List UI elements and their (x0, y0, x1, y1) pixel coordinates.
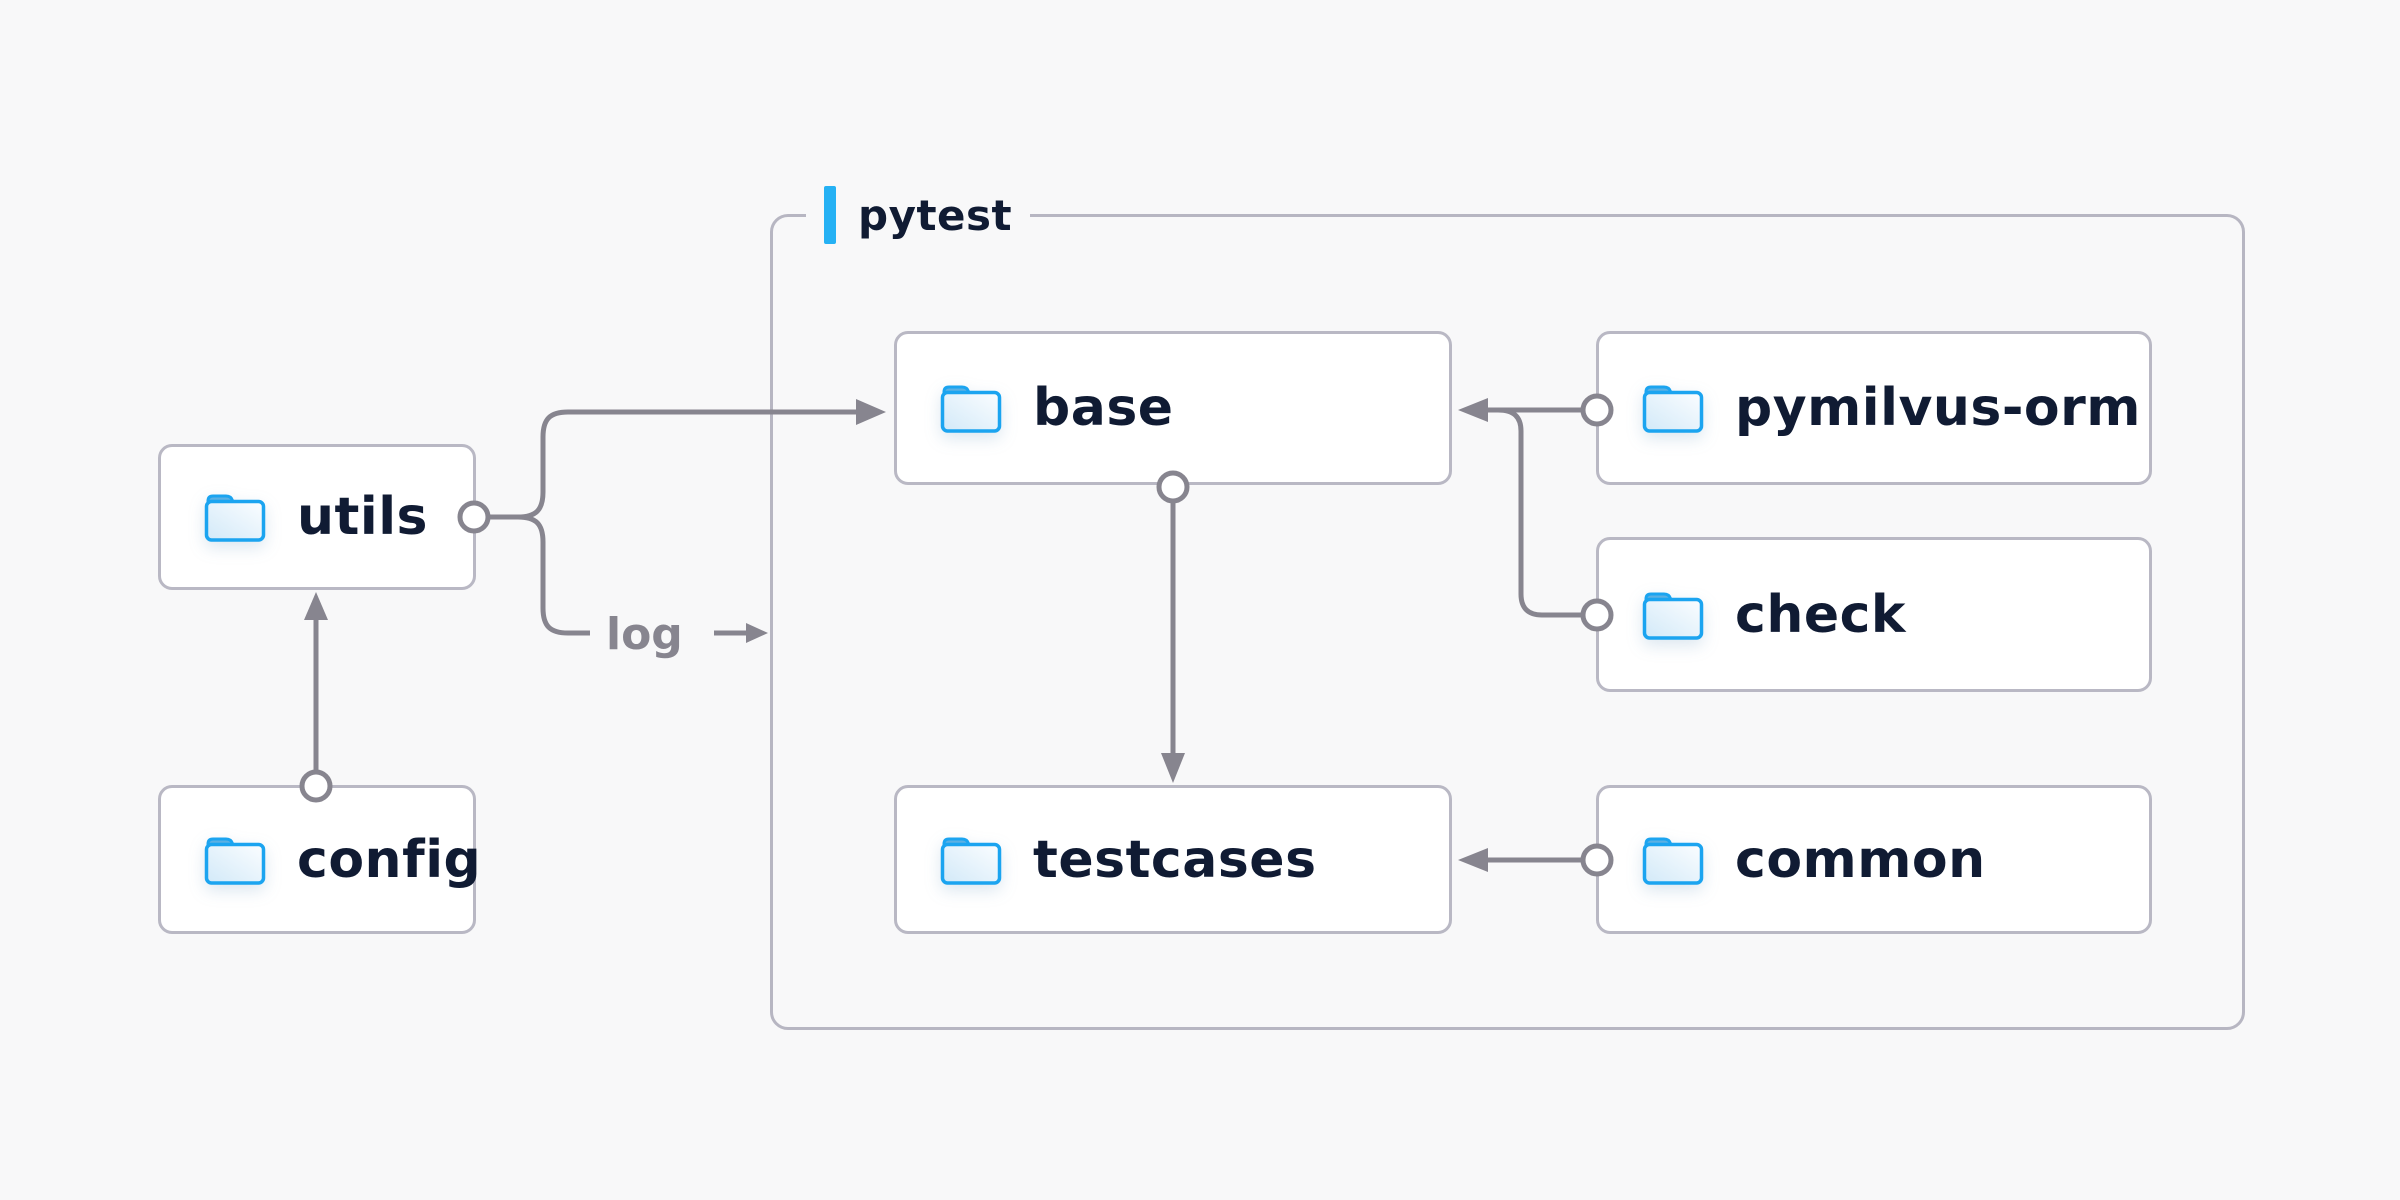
edge-utils-log: log (517, 514, 768, 660)
node-label-base: base (1033, 378, 1174, 438)
node-config: config (158, 785, 481, 934)
node-testcases: testcases (894, 785, 1452, 934)
node-base: base (894, 331, 1452, 485)
node-check: check (1596, 537, 2152, 692)
folder-icon (1642, 837, 1704, 885)
pytest-group-label-text: pytest (858, 190, 1013, 240)
edge-config-utils (304, 592, 328, 772)
node-label-check: check (1735, 584, 1907, 645)
node-common: common (1596, 785, 2152, 934)
folder-icon (204, 494, 266, 542)
pytest-group-container (770, 214, 2245, 1030)
node-label-testcases: testcases (1033, 829, 1317, 890)
accent-bar (824, 186, 836, 244)
log-label: log (606, 609, 683, 660)
folder-icon (940, 837, 1002, 885)
node-label-pymilvus-orm: pymilvus-orm (1735, 378, 2141, 438)
folder-icon (940, 385, 1002, 433)
pytest-group-label: pytest (806, 183, 1031, 247)
folder-icon (1642, 592, 1704, 640)
node-label-utils: utils (297, 487, 428, 547)
node-label-config: config (297, 829, 482, 890)
folder-icon (204, 837, 266, 885)
folder-icon (1642, 385, 1704, 433)
node-label-common: common (1735, 829, 1986, 890)
node-pymilvus-orm: pymilvus-orm (1596, 331, 2152, 485)
node-utils: utils (158, 444, 476, 590)
